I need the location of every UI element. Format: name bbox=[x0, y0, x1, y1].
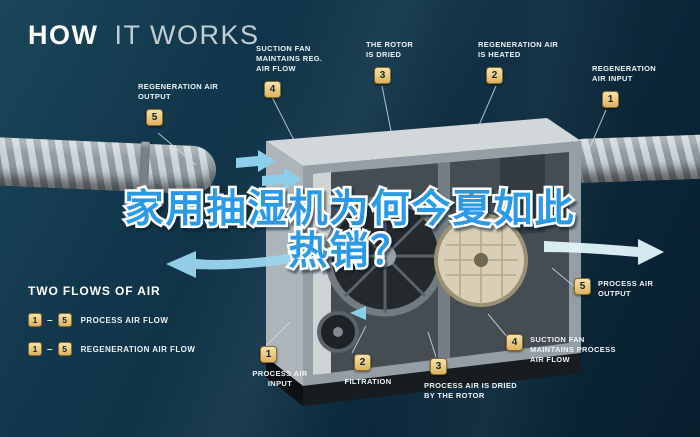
callout-label: FILTRATION bbox=[344, 377, 392, 386]
callout-label: SUCTION FAN MAINTAINS REG. AIR FLOW bbox=[256, 44, 323, 73]
callout-label: REGENERATION AIR IS HEATED bbox=[478, 40, 559, 59]
legend-badge-from: 1 bbox=[28, 313, 42, 327]
callout-label: REGENERATION AIR INPUT bbox=[592, 64, 657, 83]
fan-wheel bbox=[317, 311, 359, 353]
air-flow-legend: TWO FLOWS OF AIR 1 – 5 PROCESS AIR FLOW … bbox=[28, 284, 195, 356]
title-it-works: IT WORKS bbox=[114, 20, 260, 50]
callout-label: THE ROTOR IS DRIED bbox=[366, 40, 414, 59]
page-title: HOW IT WORKS bbox=[28, 20, 260, 51]
legend-badge-from: 1 bbox=[28, 342, 42, 356]
callout-label: REGENERATION AIR OUTPUT bbox=[138, 82, 219, 101]
callout-suction-fan-process: 4 SUCTION FAN MAINTAINS PROCESS AIR FLOW bbox=[506, 334, 636, 365]
callout-number-badge: 4 bbox=[264, 80, 281, 98]
inner-arrow-1 bbox=[426, 198, 442, 212]
legend-label: PROCESS AIR FLOW bbox=[80, 315, 169, 325]
legend-row-process: 1 – 5 PROCESS AIR FLOW bbox=[28, 313, 195, 327]
callout-regen-air-heated: REGENERATION AIR IS HEATED 2 bbox=[478, 40, 564, 84]
callout-number-badge: 5 bbox=[574, 278, 591, 295]
callout-regeneration-air-input: REGENERATION AIR INPUT 1 bbox=[592, 64, 660, 108]
callout-leader-lines bbox=[157, 85, 607, 358]
callout-label: PROCESS AIR OUTPUT bbox=[598, 279, 654, 298]
callout-number-badge: 2 bbox=[354, 354, 371, 371]
legend-label: REGENERATION AIR FLOW bbox=[80, 344, 196, 354]
legend-badge-to: 5 bbox=[57, 313, 72, 327]
callout-label: SUCTION FAN MAINTAINS PROCESS AIR FLOW bbox=[530, 335, 616, 364]
callout-process-air-input: 1 PROCESS AIR INPUT bbox=[248, 346, 312, 389]
callout-number-badge: 1 bbox=[260, 346, 277, 363]
rotor-wheel bbox=[324, 195, 446, 317]
legend-row-regeneration: 1 – 5 REGENERATION AIR FLOW bbox=[28, 342, 195, 356]
callout-label: PROCESS AIR INPUT bbox=[252, 369, 308, 388]
callout-number-badge: 1 bbox=[602, 90, 619, 108]
regen-air-in-arrow-2 bbox=[262, 168, 302, 190]
title-how: HOW bbox=[28, 20, 99, 50]
callout-rotor-is-dried: THE ROTOR IS DRIED 3 bbox=[366, 40, 416, 84]
callout-label: PROCESS AIR IS DRIED BY THE ROTOR bbox=[424, 381, 517, 400]
callout-number-badge: 4 bbox=[506, 334, 523, 351]
callout-regeneration-air-output: REGENERATION AIR OUTPUT 5 bbox=[138, 82, 222, 126]
callout-number-badge: 3 bbox=[430, 358, 447, 375]
inner-arrow-2 bbox=[350, 306, 366, 320]
legend-range-dash: – bbox=[47, 314, 53, 326]
callout-suction-fan-reg: SUCTION FAN MAINTAINS REG. AIR FLOW 4 bbox=[256, 44, 330, 98]
regen-air-in-arrow-1 bbox=[236, 150, 276, 172]
process-air-out-left-arrow bbox=[166, 247, 334, 278]
machine-base bbox=[266, 353, 581, 406]
legend-range-dash: – bbox=[47, 343, 53, 355]
desiccant-wheel bbox=[434, 213, 528, 307]
legend-badge-to: 5 bbox=[57, 342, 72, 356]
airflow-arrows bbox=[166, 150, 664, 320]
callout-number-badge: 5 bbox=[146, 108, 163, 126]
callout-number-badge: 3 bbox=[374, 66, 391, 84]
callout-process-air-dried: 3 PROCESS AIR IS DRIED BY THE ROTOR bbox=[424, 358, 528, 401]
callout-filtration: 2 FILTRATION bbox=[338, 354, 398, 387]
legend-title: TWO FLOWS OF AIR bbox=[28, 284, 161, 298]
process-air-out-right-arrow bbox=[544, 239, 664, 265]
callout-process-air-output: 5 PROCESS AIR OUTPUT bbox=[574, 278, 686, 299]
callout-number-badge: 2 bbox=[486, 66, 503, 84]
